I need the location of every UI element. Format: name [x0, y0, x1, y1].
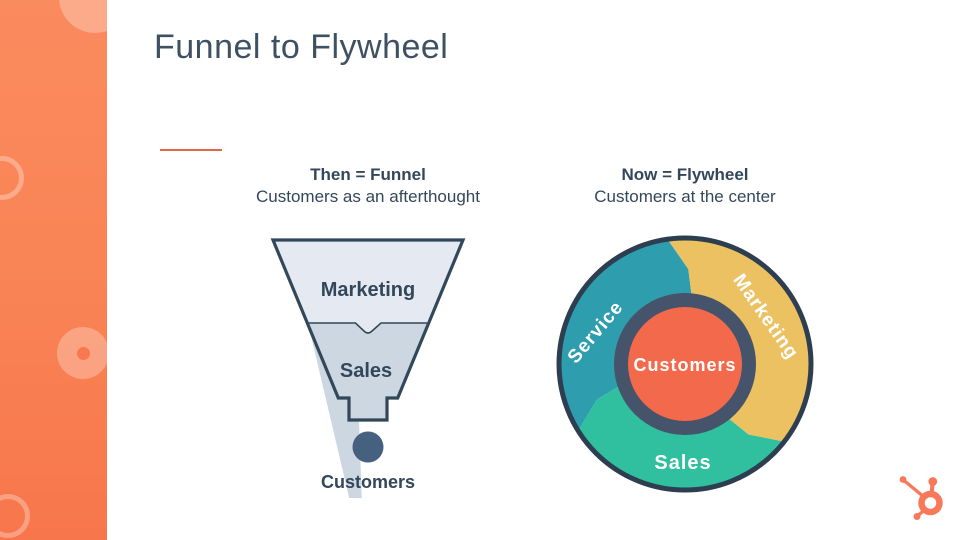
flywheel-center-circle: [628, 307, 742, 421]
hubspot-sprocket-shapes: [899, 476, 943, 520]
funnel-diagram: Marketing Sales Customers: [270, 238, 466, 498]
funnel-stage-divider: [308, 322, 427, 334]
flywheel-label-sales: Sales: [654, 452, 711, 474]
decorative-ring: [0, 494, 30, 538]
decorative-circle: [59, 0, 107, 33]
sidebar-accent-band: [0, 0, 107, 540]
funnel-customers-dot: [352, 431, 384, 463]
hubspot-sprocket-icon: [899, 476, 943, 520]
flywheel-rim: [556, 235, 814, 493]
flywheel-subheading: Customers at the center: [594, 187, 776, 206]
decorative-circle-with-dot: [57, 327, 107, 379]
funnel-heading: Then = Funnel: [310, 165, 426, 184]
title-accent-rule: [160, 149, 222, 151]
flywheel-label-customers: Customers: [633, 355, 736, 375]
funnel-outline: [270, 238, 466, 422]
funnel-label-sales: Sales: [340, 360, 392, 382]
funnel-column-heading: Then = Funnel Customers as an afterthoug…: [253, 164, 483, 208]
funnel-label-marketing: Marketing: [321, 279, 415, 301]
funnel-label-customers: Customers: [321, 472, 415, 492]
funnel-stage-marketing-shape: [273, 240, 463, 333]
flywheel-column-heading: Now = Flywheel Customers at the center: [550, 164, 820, 208]
page-title: Funnel to Flywheel: [154, 28, 449, 66]
flywheel-diagram: Customers Service Marketing Sales: [556, 235, 814, 493]
decorative-dot: [76, 346, 90, 360]
flywheel-heading: Now = Flywheel: [621, 165, 749, 184]
funnel-subheading: Customers as an afterthought: [256, 187, 480, 206]
decorative-ring: [0, 156, 24, 200]
funnel-stage-sales-shape: [308, 323, 427, 498]
